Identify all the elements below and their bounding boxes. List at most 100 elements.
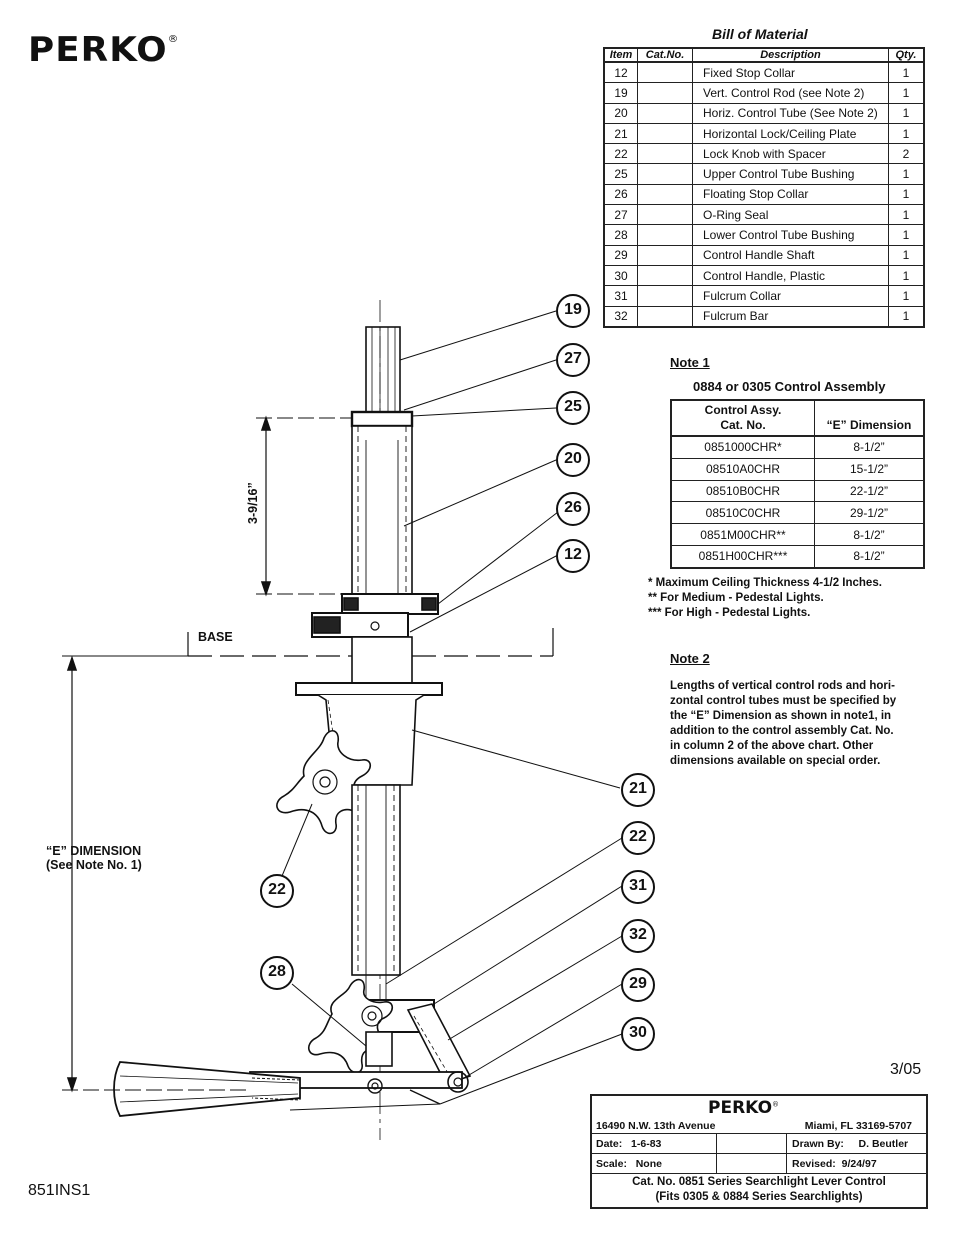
bom-cell-desc: Control Handle, Plastic bbox=[692, 265, 889, 287]
bom-header-catno: Cat.No. bbox=[637, 47, 693, 63]
callout-20: 20 bbox=[564, 450, 582, 467]
callout-25: 25 bbox=[564, 398, 582, 415]
logo-text: PERKO bbox=[28, 30, 168, 70]
bom-cell-desc: Upper Control Tube Bushing bbox=[692, 163, 889, 185]
drawn-by-label: Drawn By: bbox=[792, 1138, 844, 1150]
e-dimension-line1: “E” DIMENSION bbox=[46, 844, 142, 858]
bom-cell-qty: 1 bbox=[888, 163, 925, 185]
callout-25-circle bbox=[556, 391, 590, 425]
control-assembly-table: Control Assy. Cat. No. “E” Dimension 085… bbox=[670, 399, 925, 569]
callout-30: 30 bbox=[629, 1024, 647, 1041]
assy-cell-dim: 8-1/2” bbox=[814, 435, 925, 459]
note2-heading: Note 2 bbox=[670, 651, 710, 666]
bom-cell-desc: Fulcrum Bar bbox=[692, 306, 889, 328]
title-block-logo-text: PERKO bbox=[708, 1098, 773, 1118]
bom-header-item: Item bbox=[603, 47, 638, 63]
title-block-title: Cat. No. 0851 Series Searchlight Lever C… bbox=[592, 1175, 926, 1205]
date-value: 1-6-83 bbox=[631, 1138, 662, 1150]
callout-left-28: 28 bbox=[268, 963, 286, 980]
bom-header-description: Description bbox=[692, 47, 889, 63]
assy-cell-cat: 0851M00CHR** bbox=[670, 523, 815, 546]
bom-cell-item: 28 bbox=[603, 224, 638, 246]
note2-line: Lengths of vertical control rods and hor… bbox=[670, 680, 895, 692]
bom-cell-desc: Lock Knob with Spacer bbox=[692, 143, 889, 165]
bom-cell-desc: Vert. Control Rod (see Note 2) bbox=[692, 82, 889, 104]
assy-row: 0851H00CHR***8-1/2” bbox=[670, 544, 925, 569]
bom-cell-qty: 1 bbox=[888, 204, 925, 226]
callout-20-circle bbox=[556, 443, 590, 477]
bom-cell-qty: 2 bbox=[888, 143, 925, 165]
callout-19-circle bbox=[556, 294, 590, 328]
bom-cell-qty: 1 bbox=[888, 62, 925, 84]
callout-left-22: 22 bbox=[268, 881, 286, 898]
assy-row: 0851M00CHR**8-1/2” bbox=[670, 523, 925, 546]
note1-heading: Note 1 bbox=[670, 355, 710, 370]
dimension-label-3-9-16: 3-9/16” bbox=[246, 482, 260, 524]
note2-line: the “E” Dimension as shown in note1, in bbox=[670, 710, 892, 722]
callout-32: 32 bbox=[629, 926, 647, 943]
revised-value: 9/24/97 bbox=[841, 1158, 877, 1170]
note2-line: addition to the control assembly Cat. No… bbox=[670, 725, 894, 737]
bom-cell-qty: 1 bbox=[888, 82, 925, 104]
callout-12: 12 bbox=[564, 546, 582, 563]
note1-title: 0884 or 0305 Control Assembly bbox=[693, 379, 886, 394]
drawn-by-value: D. Beutler bbox=[858, 1138, 909, 1150]
bom-cell-item: 26 bbox=[603, 184, 638, 206]
callout-31: 31 bbox=[629, 877, 647, 894]
scale-value: None bbox=[635, 1158, 662, 1170]
bom-cell-qty: 1 bbox=[888, 306, 925, 328]
bom-cell-desc: Fulcrum Collar bbox=[692, 285, 889, 307]
bom-cell-desc: Horizontal Lock/Ceiling Plate bbox=[692, 123, 889, 145]
bom-header-row: Item Cat.No. Description Qty. bbox=[603, 47, 925, 63]
assy-header-catno: Control Assy. Cat. No. bbox=[670, 399, 815, 437]
assy-cell-cat: 08510C0CHR bbox=[670, 501, 815, 525]
bom-cell-qty: 1 bbox=[888, 103, 925, 124]
callout-27-circle bbox=[556, 343, 590, 377]
assy-header-catno-line2: Cat. No. bbox=[720, 418, 766, 432]
bom-cell-qty: 1 bbox=[888, 245, 925, 266]
bom-cell-desc: O-Ring Seal bbox=[692, 204, 889, 226]
assy-header-row: Control Assy. Cat. No. “E” Dimension bbox=[670, 399, 925, 437]
callout-12-circle bbox=[556, 539, 590, 573]
bom-cell-desc: Fixed Stop Collar bbox=[692, 62, 889, 84]
document-number: 851INS1 bbox=[28, 1182, 91, 1199]
assy-cell-cat: 0851H00CHR*** bbox=[670, 544, 815, 569]
assy-cell-cat: 08510B0CHR bbox=[670, 479, 815, 503]
title-block-city: Miami, FL 33169-5707 bbox=[804, 1120, 912, 1132]
note2-line: in column 2 of the above chart. Other bbox=[670, 740, 874, 752]
date-field: Date: 1-6-83 bbox=[596, 1138, 661, 1150]
assy-row: 0851000CHR*8-1/2” bbox=[670, 435, 925, 459]
bom-cell-desc: Control Handle Shaft bbox=[692, 245, 889, 266]
bom-cell-item: 20 bbox=[603, 103, 638, 124]
title-block-registered-mark: ® bbox=[772, 1100, 780, 1109]
assy-header-catno-line1: Control Assy. bbox=[704, 403, 782, 417]
bom-cell-qty: 1 bbox=[888, 285, 925, 307]
footnote-3: *** For High - Pedestal Lights. bbox=[648, 607, 811, 619]
title-line-1: Cat. No. 0851 Series Searchlight Lever C… bbox=[632, 1176, 886, 1188]
bom-cell-desc: Lower Control Tube Bushing bbox=[692, 224, 889, 246]
title-block-address: 16490 N.W. 13th Avenue bbox=[596, 1120, 716, 1132]
e-dimension-label: “E” DIMENSION (See Note No. 1) bbox=[46, 844, 142, 872]
footnote-1: * Maximum Ceiling Thickness 4-1/2 Inches… bbox=[648, 577, 882, 589]
title-block: PERKO® 16490 N.W. 13th Avenue Miami, FL … bbox=[590, 1094, 928, 1209]
note2-body: Lengths of vertical control rods and hor… bbox=[670, 679, 925, 769]
revision-code: 3/05 bbox=[890, 1061, 922, 1078]
title-line-2: (Fits 0305 & 0884 Series Searchlights) bbox=[655, 1191, 863, 1203]
assy-header-edim: “E” Dimension bbox=[814, 399, 925, 437]
